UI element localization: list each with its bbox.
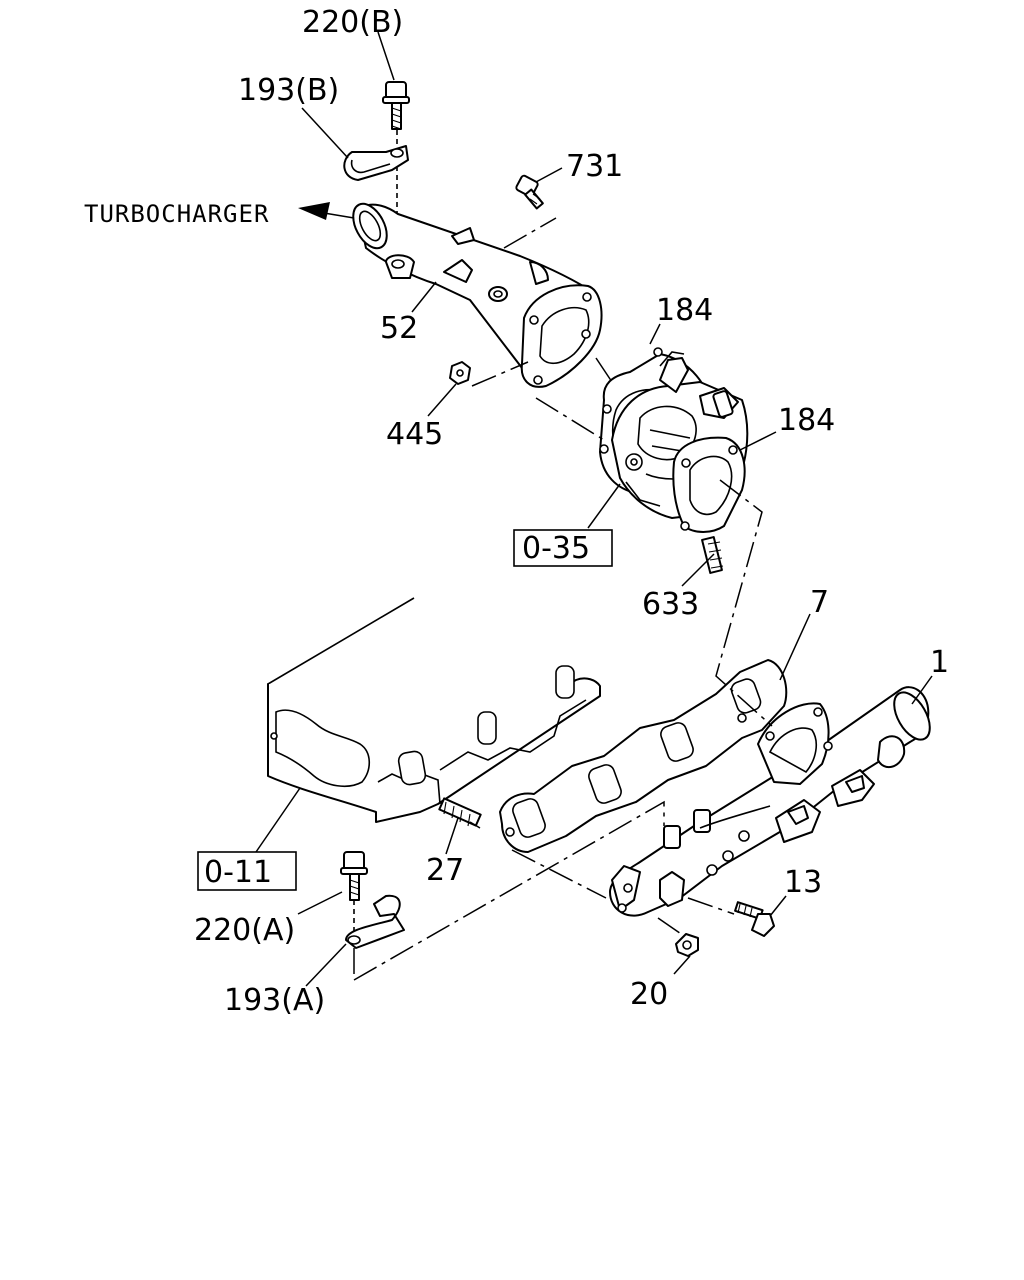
- chain-445: [471, 361, 529, 387]
- callout-731: 731: [566, 149, 623, 184]
- chain-gasket-manifold: [511, 849, 607, 899]
- callout-220b: 220(B): [302, 5, 403, 40]
- leader-193a: [305, 943, 347, 987]
- chain-193a: [353, 800, 665, 981]
- leader-1: [911, 675, 933, 705]
- leader-445: [427, 383, 457, 417]
- gasket-184-right: [672, 436, 746, 533]
- ref-box-035: [513, 529, 613, 567]
- chain-20: [657, 917, 685, 937]
- callout-633: 633: [642, 587, 699, 622]
- callout-20: 20: [630, 977, 668, 1012]
- bolt-220a: [340, 851, 368, 901]
- callout-193a: 193(A): [224, 983, 325, 1018]
- cylinder-head: [267, 597, 601, 823]
- callout-52: 52: [380, 311, 418, 346]
- chain-pipe-gasket: [595, 357, 613, 383]
- clip-193b: [343, 145, 409, 181]
- leader-27: [445, 817, 459, 855]
- manifold-gasket-7: [499, 659, 788, 853]
- callout-1: 1: [930, 645, 949, 680]
- water-manifold-1: [609, 686, 931, 917]
- callout-184-top: 184: [656, 293, 713, 328]
- nut-445: [449, 361, 471, 385]
- callout-445: 445: [386, 417, 443, 452]
- clip-193a: [345, 894, 405, 949]
- chain-pipe-housing: [535, 397, 605, 441]
- callout-220a: 220(A): [194, 913, 295, 948]
- bolt-220b: [382, 81, 410, 130]
- turbocharger-label: TURBOCHARGER: [84, 200, 269, 228]
- callout-27: 27: [426, 853, 464, 888]
- callout-7: 7: [810, 585, 829, 620]
- leader-011: [255, 787, 301, 853]
- leader-220b: [377, 31, 395, 81]
- leader-7: [779, 613, 811, 681]
- leader-035: [587, 483, 621, 529]
- callout-035: 0-35: [522, 531, 590, 566]
- chain-731: [503, 217, 557, 249]
- leader-52: [411, 281, 437, 313]
- callout-184-right: 184: [778, 403, 835, 438]
- water-outlet-pipe-52: [352, 202, 603, 388]
- leader-633: [681, 553, 715, 587]
- leader-184b: [739, 431, 777, 451]
- leader-220a: [297, 891, 343, 915]
- callout-011: 0-11: [204, 855, 272, 890]
- callout-13: 13: [784, 865, 822, 900]
- leader-193b: [301, 107, 349, 159]
- leader-20: [673, 955, 691, 975]
- leader-184a: [649, 323, 661, 345]
- chain-13: [687, 897, 735, 915]
- turbocharger-arrow: [298, 202, 355, 220]
- callout-193b: 193(B): [238, 73, 339, 108]
- ref-box-011: [197, 851, 297, 891]
- nut-20: [675, 933, 699, 957]
- leader-13: [769, 895, 787, 917]
- bolt-13: [734, 901, 775, 937]
- chain-633-manifold: [715, 479, 773, 727]
- stud-27: [438, 797, 482, 827]
- bolt-731: [515, 174, 544, 210]
- leader-731: [535, 167, 563, 183]
- chain-27: [469, 821, 481, 829]
